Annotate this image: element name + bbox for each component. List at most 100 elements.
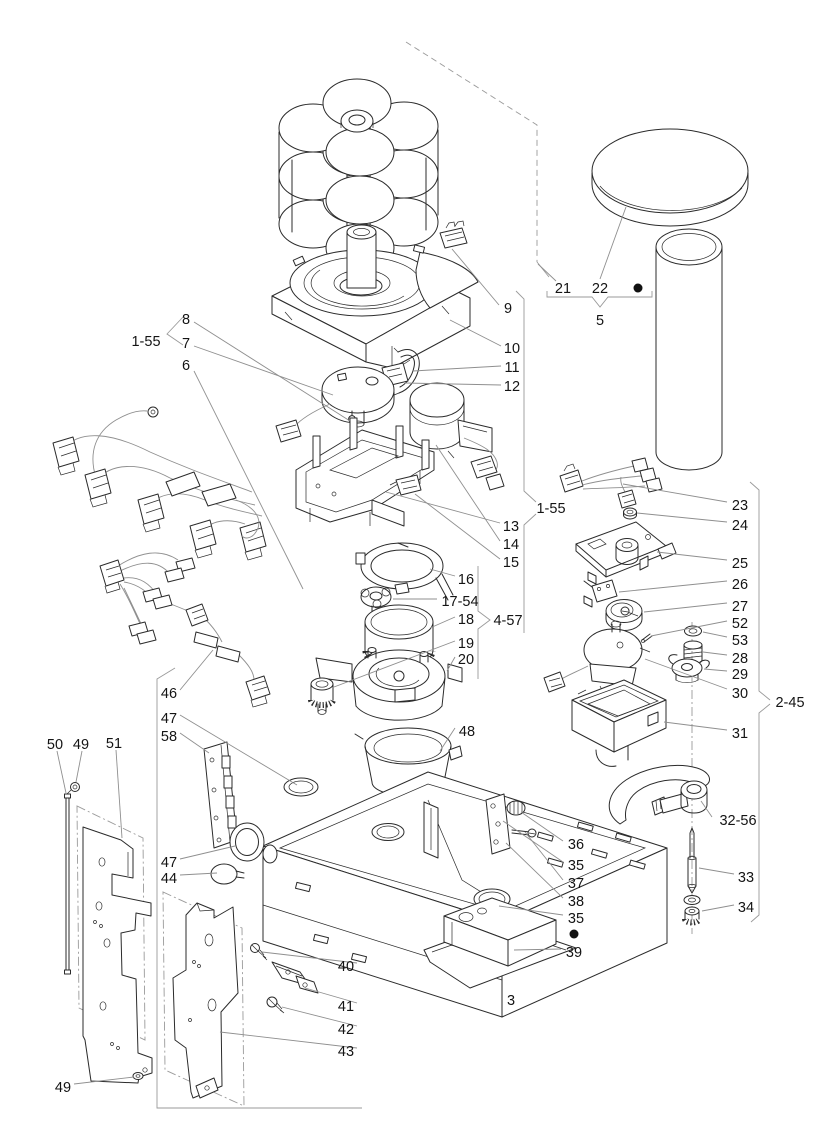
part-pin-52 [640, 633, 653, 643]
part-mounting-plate [271, 224, 479, 369]
part-label-47-45: 47 [161, 711, 177, 727]
leader-line-58 [179, 732, 210, 754]
part-paddle-32-56 [608, 765, 710, 825]
part-label-39-42: 39 [566, 945, 582, 961]
leader-line-19 [333, 640, 456, 688]
part-label-28-29: 28 [732, 651, 748, 667]
thumbwheel-36 [506, 800, 526, 816]
bullet-marker-0 [633, 283, 643, 293]
part-container-lid [591, 128, 749, 227]
part-rod-50 [64, 793, 71, 975]
part-label-25-24: 25 [732, 556, 748, 572]
part-chute-tube [655, 228, 723, 471]
part-label-2-45-32: 2-45 [775, 695, 804, 711]
part-microswitch-15 [389, 474, 422, 496]
part-label-11-2: 11 [504, 360, 519, 376]
leader-line-32-56 [700, 800, 713, 818]
part-label-31-33: 31 [732, 726, 748, 742]
part-grommet-47-free [229, 822, 265, 862]
leader-line-38 [505, 842, 564, 899]
part-label-49-48: 49 [73, 737, 89, 753]
part-label-32-56-34: 32-56 [719, 813, 756, 829]
part-label-52-27: 52 [732, 616, 748, 632]
part-label-48-21: 48 [459, 724, 475, 740]
leader-line-31 [663, 721, 728, 731]
part-adjuster-19 [308, 677, 336, 715]
leader-line-50 [56, 750, 67, 794]
leader-line-51 [115, 749, 123, 839]
part-label-8-8: 8 [182, 312, 190, 328]
part-label-42-54: 42 [338, 1022, 354, 1038]
part-label-36-37: 36 [568, 837, 584, 853]
leader-line-10 [449, 319, 502, 347]
leader-line-30 [644, 658, 728, 690]
part-nut-24 [623, 507, 637, 520]
leader-line-20 [446, 656, 456, 672]
harness-sleeve [215, 645, 241, 663]
part-powder-container [278, 78, 439, 273]
part-label-58-46: 58 [161, 729, 177, 745]
part-screw-40 [250, 943, 268, 961]
part-housing-31 [571, 679, 667, 767]
part-label-5-6: 5 [596, 313, 604, 329]
leader-line-13 [385, 491, 501, 524]
leader-line-23 [622, 483, 728, 503]
brace-1-55-left [166, 316, 184, 346]
part-harness-23 [559, 457, 663, 509]
part-harness-6 [52, 406, 267, 561]
part-label-37-39: 37 [568, 876, 584, 892]
part-label-47-50: 47 [161, 855, 177, 871]
leader-line-8 [193, 321, 351, 422]
part-label-10-1: 10 [504, 341, 520, 357]
part-label-24-23: 24 [732, 518, 748, 534]
part-harness-46 [99, 552, 271, 708]
part-plate-51 [82, 826, 153, 1084]
harness-sleeve [165, 471, 201, 497]
part-ring-16 [355, 542, 454, 601]
harness-sleeve [193, 631, 219, 649]
part-label-49-56: 49 [55, 1080, 71, 1096]
part-label-41-53: 41 [338, 999, 354, 1015]
leader-line-18 [429, 616, 456, 629]
part-label-1-55-14: 1-55 [536, 501, 565, 517]
part-label-15-13: 15 [503, 555, 519, 571]
leader-line-40 [261, 951, 358, 964]
part-mounting-tray-13 [295, 417, 435, 527]
leader-line-6 [193, 370, 304, 590]
part-label-21-4: 21 [555, 281, 571, 297]
part-grinder-housing-20 [315, 647, 463, 721]
part-solenoid-14 [409, 382, 505, 491]
shaft-washer [683, 895, 701, 905]
part-eyelet-49 [66, 782, 80, 795]
leader-line-14 [435, 444, 501, 542]
part-whipper-motor-7 [275, 366, 395, 443]
part-label-1-55-7: 1-55 [131, 334, 160, 350]
zone-bracket-4-57 [477, 566, 491, 679]
part-latch-41 [271, 961, 319, 994]
leader-line-9 [451, 248, 500, 306]
part-chassis [262, 771, 668, 1018]
part-timer-plate-25 [575, 521, 677, 585]
part-label-26-25: 26 [732, 577, 748, 593]
leader-line-48 [439, 727, 456, 752]
part-label-7-9: 7 [182, 336, 190, 352]
part-label-18-17: 18 [458, 612, 474, 628]
part-label-51-49: 51 [106, 736, 122, 752]
part-label-30-31: 30 [732, 686, 748, 702]
part-connector-9 [439, 220, 468, 249]
part-label-23-22: 23 [732, 498, 748, 514]
leader-line-42 [281, 1006, 358, 1027]
leader-line-35 [498, 905, 564, 916]
leader-line-25 [656, 551, 728, 561]
leader-line-47 [179, 845, 236, 860]
part-cam-27 [605, 599, 643, 631]
bracket-21-22-5 [546, 291, 653, 308]
part-label-12-3: 12 [504, 379, 520, 395]
leader-line-49 [75, 750, 83, 783]
part-label-35-41: 35 [568, 911, 584, 927]
part-mixing-bowl-48 [354, 727, 463, 797]
part-label-13-11: 13 [503, 519, 519, 535]
leader-line-24 [636, 512, 728, 523]
leader-line-41 [304, 987, 358, 1004]
part-label-4-57-18: 4-57 [493, 613, 522, 629]
